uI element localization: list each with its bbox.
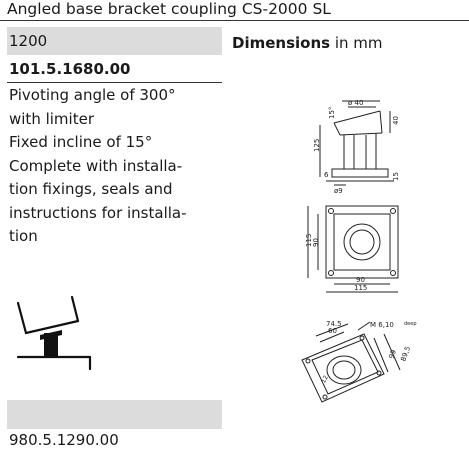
side-view-drawing: ø 40 15° 40 125 6 15 ø9 (313, 99, 400, 195)
description-line: instructions for installa- (9, 203, 187, 222)
description-line: tion (9, 227, 38, 245)
dimension-label: deep (404, 321, 417, 327)
dimension-label: 125 (313, 139, 321, 152)
isometric-drawing: 74.5 60 M 6,10 deep 99 89,5 12 (301, 320, 417, 403)
top-view-drawing: 115 90 90 115 (305, 205, 399, 293)
dimension-label: 99 (387, 349, 398, 360)
dimension-label: 90 (356, 276, 365, 284)
dimension-label: ø 40 (348, 99, 363, 107)
dimension-label: ø9 (334, 187, 343, 195)
size-row: 1200 (7, 27, 222, 55)
description-line: Pivoting angle of 300° (9, 86, 176, 104)
dimension-label: 15° (328, 107, 336, 119)
dimension-label: 40 (392, 116, 400, 125)
part-number: 101.5.1680.00 (7, 55, 222, 83)
description-line: tion fixings, seals and (9, 180, 173, 198)
accessory-bar (7, 400, 222, 429)
dimensions-heading-bold: Dimensions (232, 34, 331, 52)
dimension-label: 89,5 (399, 345, 412, 362)
dimension-label: 115 (305, 234, 313, 247)
dimension-label: 74.5 (326, 320, 342, 328)
dimension-label: 12 (320, 374, 330, 384)
description-line: with limiter (9, 109, 94, 128)
dimension-label: 60 (328, 327, 337, 335)
dimension-label: M 6,10 (370, 321, 394, 329)
product-info-column: 1200 101.5.1680.00 Pivoting angle of 300… (7, 27, 222, 249)
dimension-label: 6 (324, 171, 329, 179)
dimension-label: 115 (354, 284, 367, 292)
product-description: Pivoting angle of 300° with limiter Fixe… (7, 84, 222, 249)
dimensions-heading-unit: in mm (330, 34, 383, 52)
description-line: Complete with installa- (9, 156, 183, 175)
description-line: Fixed incline of 15° (9, 133, 153, 151)
bracket-pictogram (16, 295, 92, 370)
dimensions-heading: Dimensions in mm (232, 33, 383, 53)
dimension-label: 90 (312, 238, 320, 247)
dimension-label: 15 (392, 172, 400, 181)
product-title: Angled base bracket coupling CS-2000 SL (0, 0, 469, 21)
accessory-part-number: 980.5.1290.00 (9, 431, 119, 449)
